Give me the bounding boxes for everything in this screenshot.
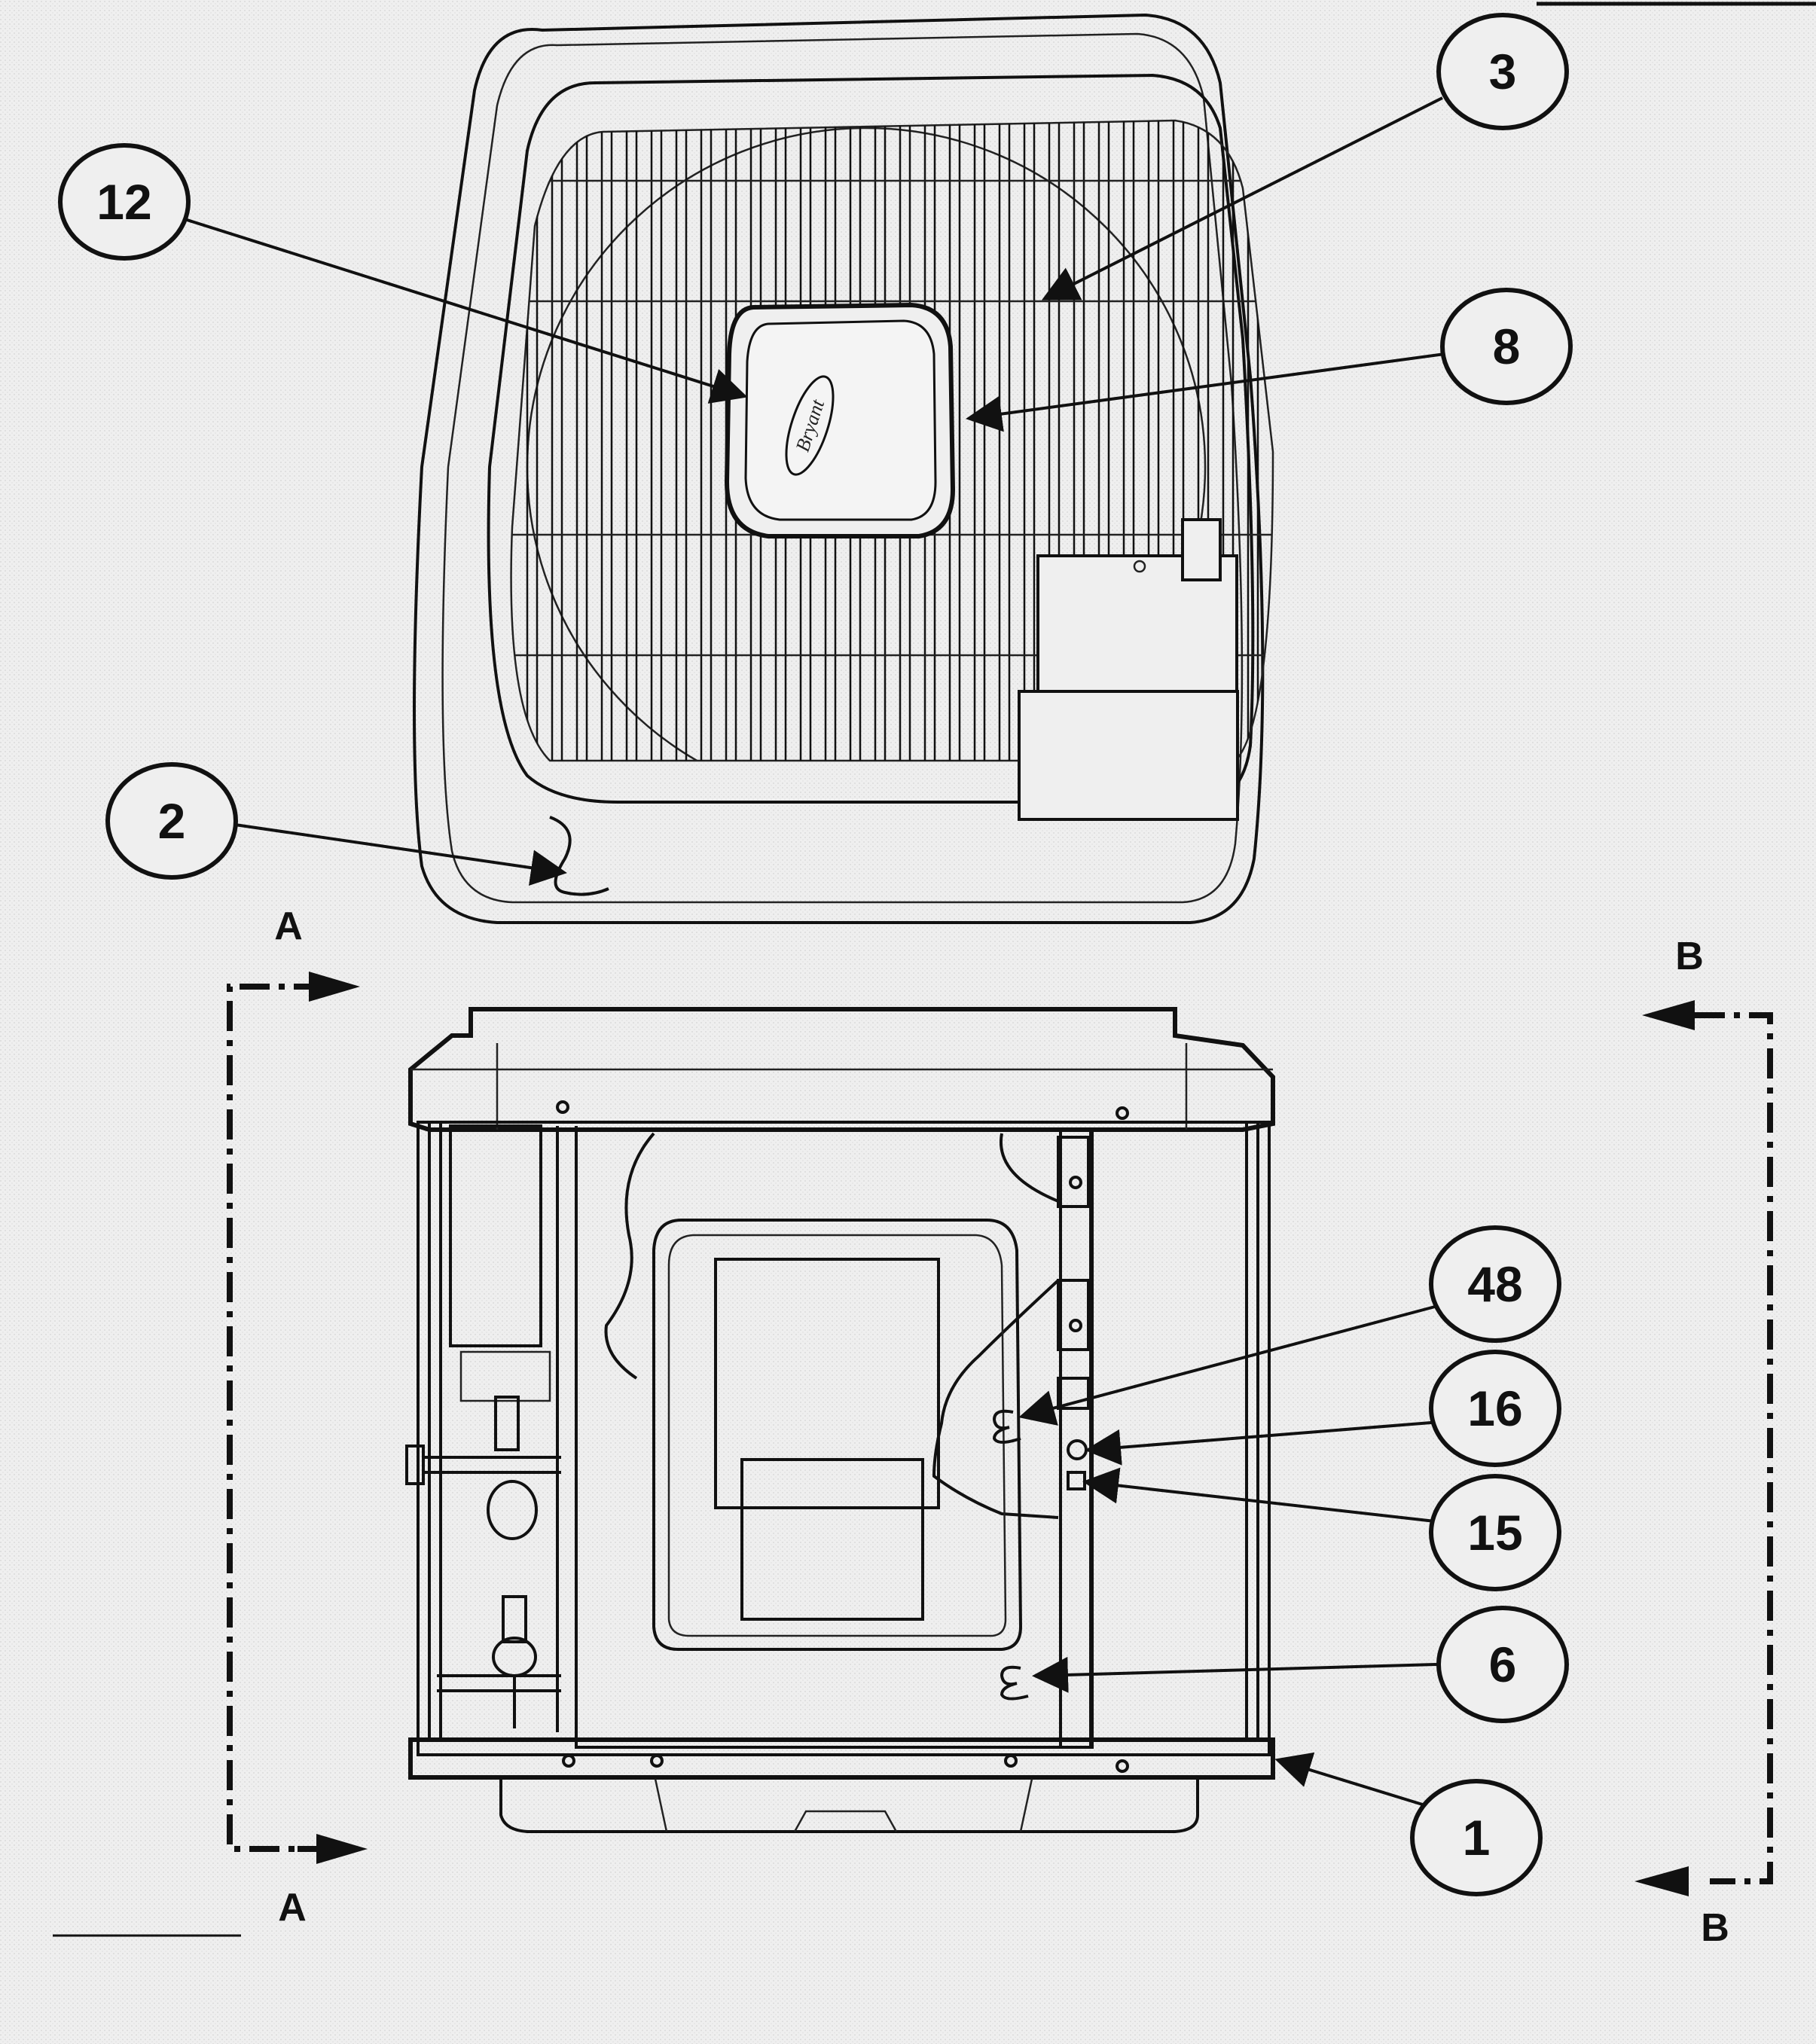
service-valve-upper [494, 1396, 520, 1451]
control-box-connector [1181, 518, 1222, 581]
leader-8 [966, 352, 1445, 432]
callout-6: 6 [1436, 1606, 1569, 1723]
base-pad [499, 1779, 1199, 1833]
wire-squiggle-6 [1000, 1665, 1029, 1701]
callout-label: 48 [1467, 1256, 1522, 1312]
section-b-arrow-top [1642, 1000, 1695, 1030]
leader-3 [1041, 96, 1443, 300]
callout-label: 8 [1493, 319, 1521, 374]
section-label-a-bottom: A [278, 1886, 307, 1930]
screw [1116, 1759, 1129, 1773]
callout-2: 2 [105, 762, 238, 880]
logo-oval [785, 375, 835, 476]
callout-label: 1 [1463, 1810, 1491, 1866]
wire-squiggle-48 [992, 1409, 1021, 1444]
screw [562, 1754, 575, 1768]
leader-12 [182, 217, 748, 404]
callout-1: 1 [1410, 1779, 1543, 1896]
callout-8: 8 [1440, 288, 1573, 405]
valve-bracket [459, 1350, 551, 1402]
callout-label: 6 [1489, 1637, 1517, 1692]
section-line-a [227, 972, 368, 1864]
callout-label: 3 [1489, 44, 1517, 99]
compressor-terminal-box [740, 1458, 924, 1621]
section-label-a-top: A [274, 905, 303, 948]
top-cover-outer [413, 13, 1265, 924]
section-b-arrow-bottom [1634, 1866, 1689, 1896]
leader-1 [1274, 1752, 1428, 1808]
top-cap [408, 1007, 1275, 1132]
section-label-b-top: B [1675, 935, 1704, 978]
base-pad-detail [654, 1778, 1033, 1832]
control-box-screw [1133, 560, 1146, 573]
callout-label: 16 [1467, 1380, 1522, 1436]
motor-cap: Bryant [724, 302, 956, 538]
leader-2 [234, 823, 567, 886]
section-label-b-bottom: B [1701, 1906, 1729, 1950]
screw [1069, 1176, 1082, 1189]
callout-label: 15 [1467, 1505, 1522, 1560]
screw [556, 1100, 569, 1114]
screw [1116, 1106, 1129, 1120]
right-bracket-lower [1057, 1377, 1090, 1410]
cutaway-edge-left [604, 1132, 655, 1380]
callout-label: 2 [158, 793, 186, 849]
right-bracket-upper [1057, 1136, 1090, 1208]
leader-15 [1082, 1467, 1436, 1523]
callout-16: 16 [1429, 1350, 1561, 1467]
callout-48: 48 [1429, 1225, 1561, 1343]
base-pan [408, 1737, 1275, 1780]
cutaway-edge-right [932, 1133, 1060, 1519]
front-view [405, 1007, 1275, 1833]
section-a-arrow-bottom [316, 1834, 368, 1864]
screw [1004, 1754, 1018, 1768]
screw [1069, 1319, 1082, 1332]
valve-handle [405, 1445, 425, 1485]
leader-6 [1032, 1656, 1438, 1693]
fitting-upper [487, 1480, 538, 1540]
callout-label: 12 [96, 174, 151, 230]
compressor-label-plate [714, 1258, 940, 1509]
cabinet [417, 1121, 1271, 1756]
right-bracket-middle [1057, 1279, 1090, 1351]
control-box [1018, 518, 1239, 821]
leader-lines [182, 96, 1445, 1808]
callout-12: 12 [58, 143, 191, 261]
callout-3: 3 [1436, 13, 1569, 130]
compressor-outline [652, 1219, 1023, 1651]
section-line-b [1634, 1000, 1773, 1896]
callout-15: 15 [1429, 1474, 1561, 1591]
section-a-arrow-top [309, 972, 360, 1002]
compressor-inner [667, 1234, 1007, 1637]
screw [650, 1754, 664, 1768]
top-view: Bryant [413, 13, 1274, 924]
service-access-cover [449, 1124, 542, 1347]
service-valve-lower [502, 1595, 527, 1643]
leader-48 [1018, 1305, 1436, 1426]
leader-16 [1085, 1420, 1441, 1466]
